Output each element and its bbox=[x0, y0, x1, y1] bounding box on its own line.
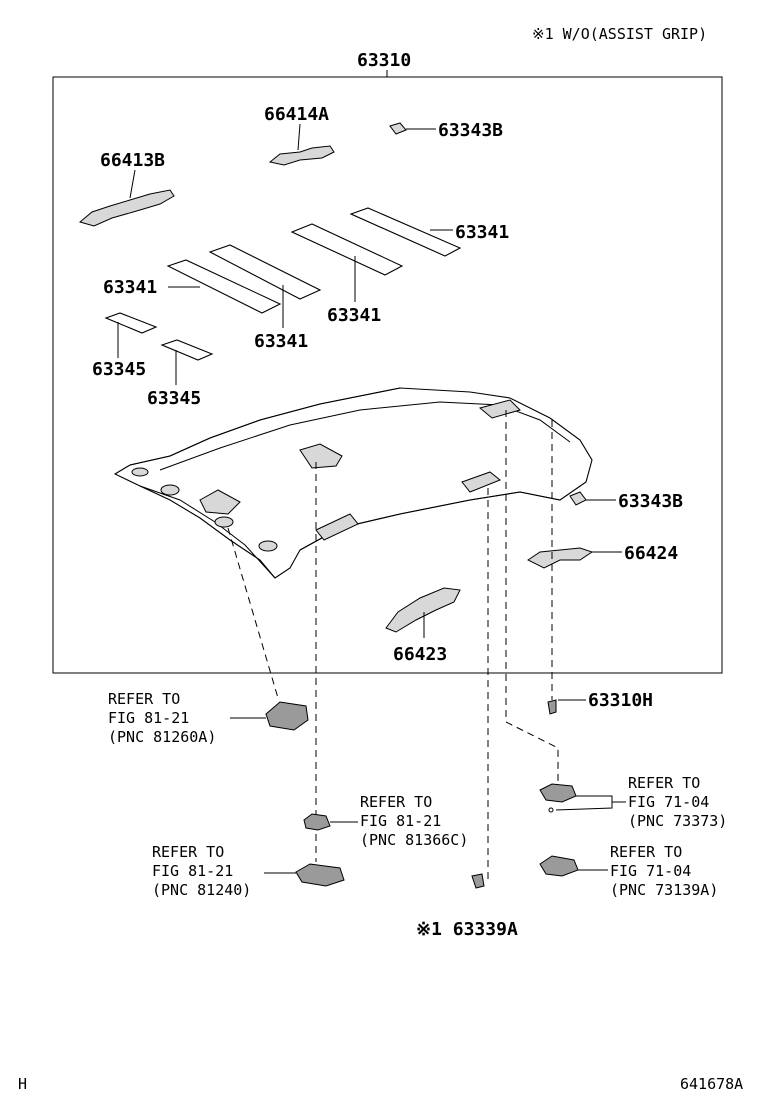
label-63341-mid1[interactable]: 63341 bbox=[254, 331, 308, 352]
label-63341-mid2[interactable]: 63341 bbox=[327, 305, 381, 326]
part-grip-cover[interactable] bbox=[539, 855, 579, 877]
ref1-line3: (PNC 81260A) bbox=[108, 728, 216, 746]
footer-right: 641678A bbox=[680, 1075, 743, 1093]
part-66423[interactable] bbox=[385, 587, 461, 633]
map-lamp-opening bbox=[199, 489, 241, 515]
rear-opening bbox=[478, 399, 521, 419]
ref2-line3: (PNC 81366C) bbox=[360, 831, 468, 849]
label-63345-a[interactable]: 63345 bbox=[92, 359, 146, 380]
pad-63341-right[interactable] bbox=[349, 207, 462, 257]
assist-grip-note: ※1 W/O(ASSIST GRIP) bbox=[532, 25, 707, 43]
ref3-line3: (PNC 81240) bbox=[152, 881, 251, 899]
label-63343B-side[interactable]: 63343B bbox=[618, 491, 683, 512]
pad-63341-mid2[interactable] bbox=[290, 223, 404, 276]
part-66424[interactable] bbox=[527, 547, 594, 569]
label-66423[interactable]: 66423 bbox=[393, 644, 447, 665]
label-63341-left[interactable]: 63341 bbox=[103, 277, 157, 298]
part-66414A[interactable] bbox=[268, 145, 335, 166]
label-63339A[interactable]: ※1 63339A bbox=[416, 919, 518, 940]
pad-63345-a[interactable] bbox=[104, 312, 158, 334]
ref3-line2[interactable]: FIG 81-21 bbox=[152, 862, 233, 880]
label-63341-right[interactable]: 63341 bbox=[455, 222, 509, 243]
footer-left: H bbox=[18, 1075, 27, 1093]
label-66414A[interactable]: 66414A bbox=[264, 104, 329, 125]
label-66413B[interactable]: 66413B bbox=[100, 150, 165, 171]
visor-opening-right bbox=[461, 471, 501, 493]
dome-lamp-opening bbox=[299, 443, 343, 469]
part-room-lamp[interactable] bbox=[295, 863, 345, 887]
pad-63341-mid1[interactable] bbox=[208, 244, 322, 300]
ref2-line2[interactable]: FIG 81-21 bbox=[360, 812, 441, 830]
ref4-line3: (PNC 73373) bbox=[628, 812, 727, 830]
ref5-line2[interactable]: FIG 71-04 bbox=[610, 862, 691, 880]
ref2-line1: REFER TO bbox=[360, 793, 432, 811]
center-opening bbox=[315, 513, 359, 541]
part-63343B-top[interactable] bbox=[389, 122, 407, 135]
pad-63345-b[interactable] bbox=[160, 339, 214, 361]
part-66413B[interactable] bbox=[78, 189, 175, 227]
pad-63341-left[interactable] bbox=[166, 259, 282, 314]
ref5-line3: (PNC 73139A) bbox=[610, 881, 718, 899]
label-63310H[interactable]: 63310H bbox=[588, 690, 653, 711]
ref1-line2[interactable]: FIG 81-21 bbox=[108, 709, 189, 727]
ref1-line1: REFER TO bbox=[108, 690, 180, 708]
ref4-line1: REFER TO bbox=[628, 774, 700, 792]
part-63339A[interactable] bbox=[471, 873, 485, 889]
label-63345-b[interactable]: 63345 bbox=[147, 388, 201, 409]
part-assist-grip[interactable] bbox=[539, 783, 577, 803]
label-63343B-top[interactable]: 63343B bbox=[438, 120, 503, 141]
ref4-line2[interactable]: FIG 71-04 bbox=[628, 793, 709, 811]
part-map-lamp[interactable] bbox=[265, 701, 309, 731]
part-63343B-side[interactable] bbox=[569, 491, 587, 506]
label-66424[interactable]: 66424 bbox=[624, 543, 678, 564]
ref3-line1: REFER TO bbox=[152, 843, 224, 861]
label-63310[interactable]: 63310 bbox=[357, 50, 411, 71]
headliner-panel[interactable] bbox=[113, 387, 593, 579]
ref5-line1: REFER TO bbox=[610, 843, 682, 861]
part-dome-lamp[interactable] bbox=[303, 813, 331, 831]
part-63310H[interactable] bbox=[547, 699, 557, 715]
